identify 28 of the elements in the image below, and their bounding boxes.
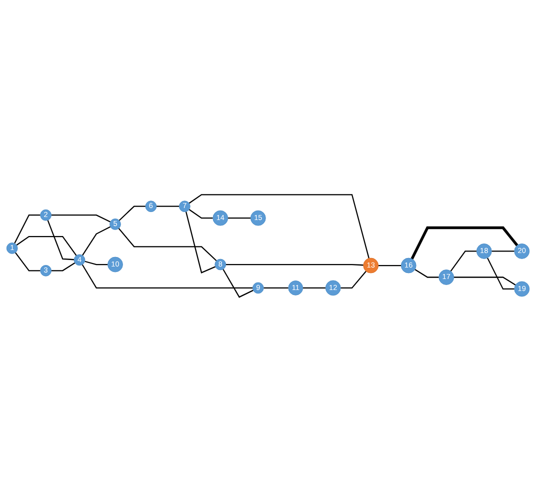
connector [454,276,516,286]
connector [51,262,76,271]
connector [188,208,213,218]
connector [302,287,326,288]
connector [14,214,40,244]
connector [414,268,439,278]
connector [188,194,370,258]
connector [185,211,216,274]
connector [486,257,514,290]
connector [16,236,77,256]
connector [51,214,111,222]
connector [84,260,108,265]
connector [222,268,254,298]
connector [228,217,251,218]
connector [14,252,40,271]
connector [410,226,518,260]
connector [226,264,364,266]
connector [450,250,477,272]
connector [378,264,402,266]
connector [118,205,146,221]
connector [264,287,288,288]
connector [47,220,74,260]
connector [156,205,180,207]
connector [82,226,111,256]
connector [118,228,217,261]
connector [340,270,366,288]
connector [82,264,253,288]
connector [492,250,514,252]
